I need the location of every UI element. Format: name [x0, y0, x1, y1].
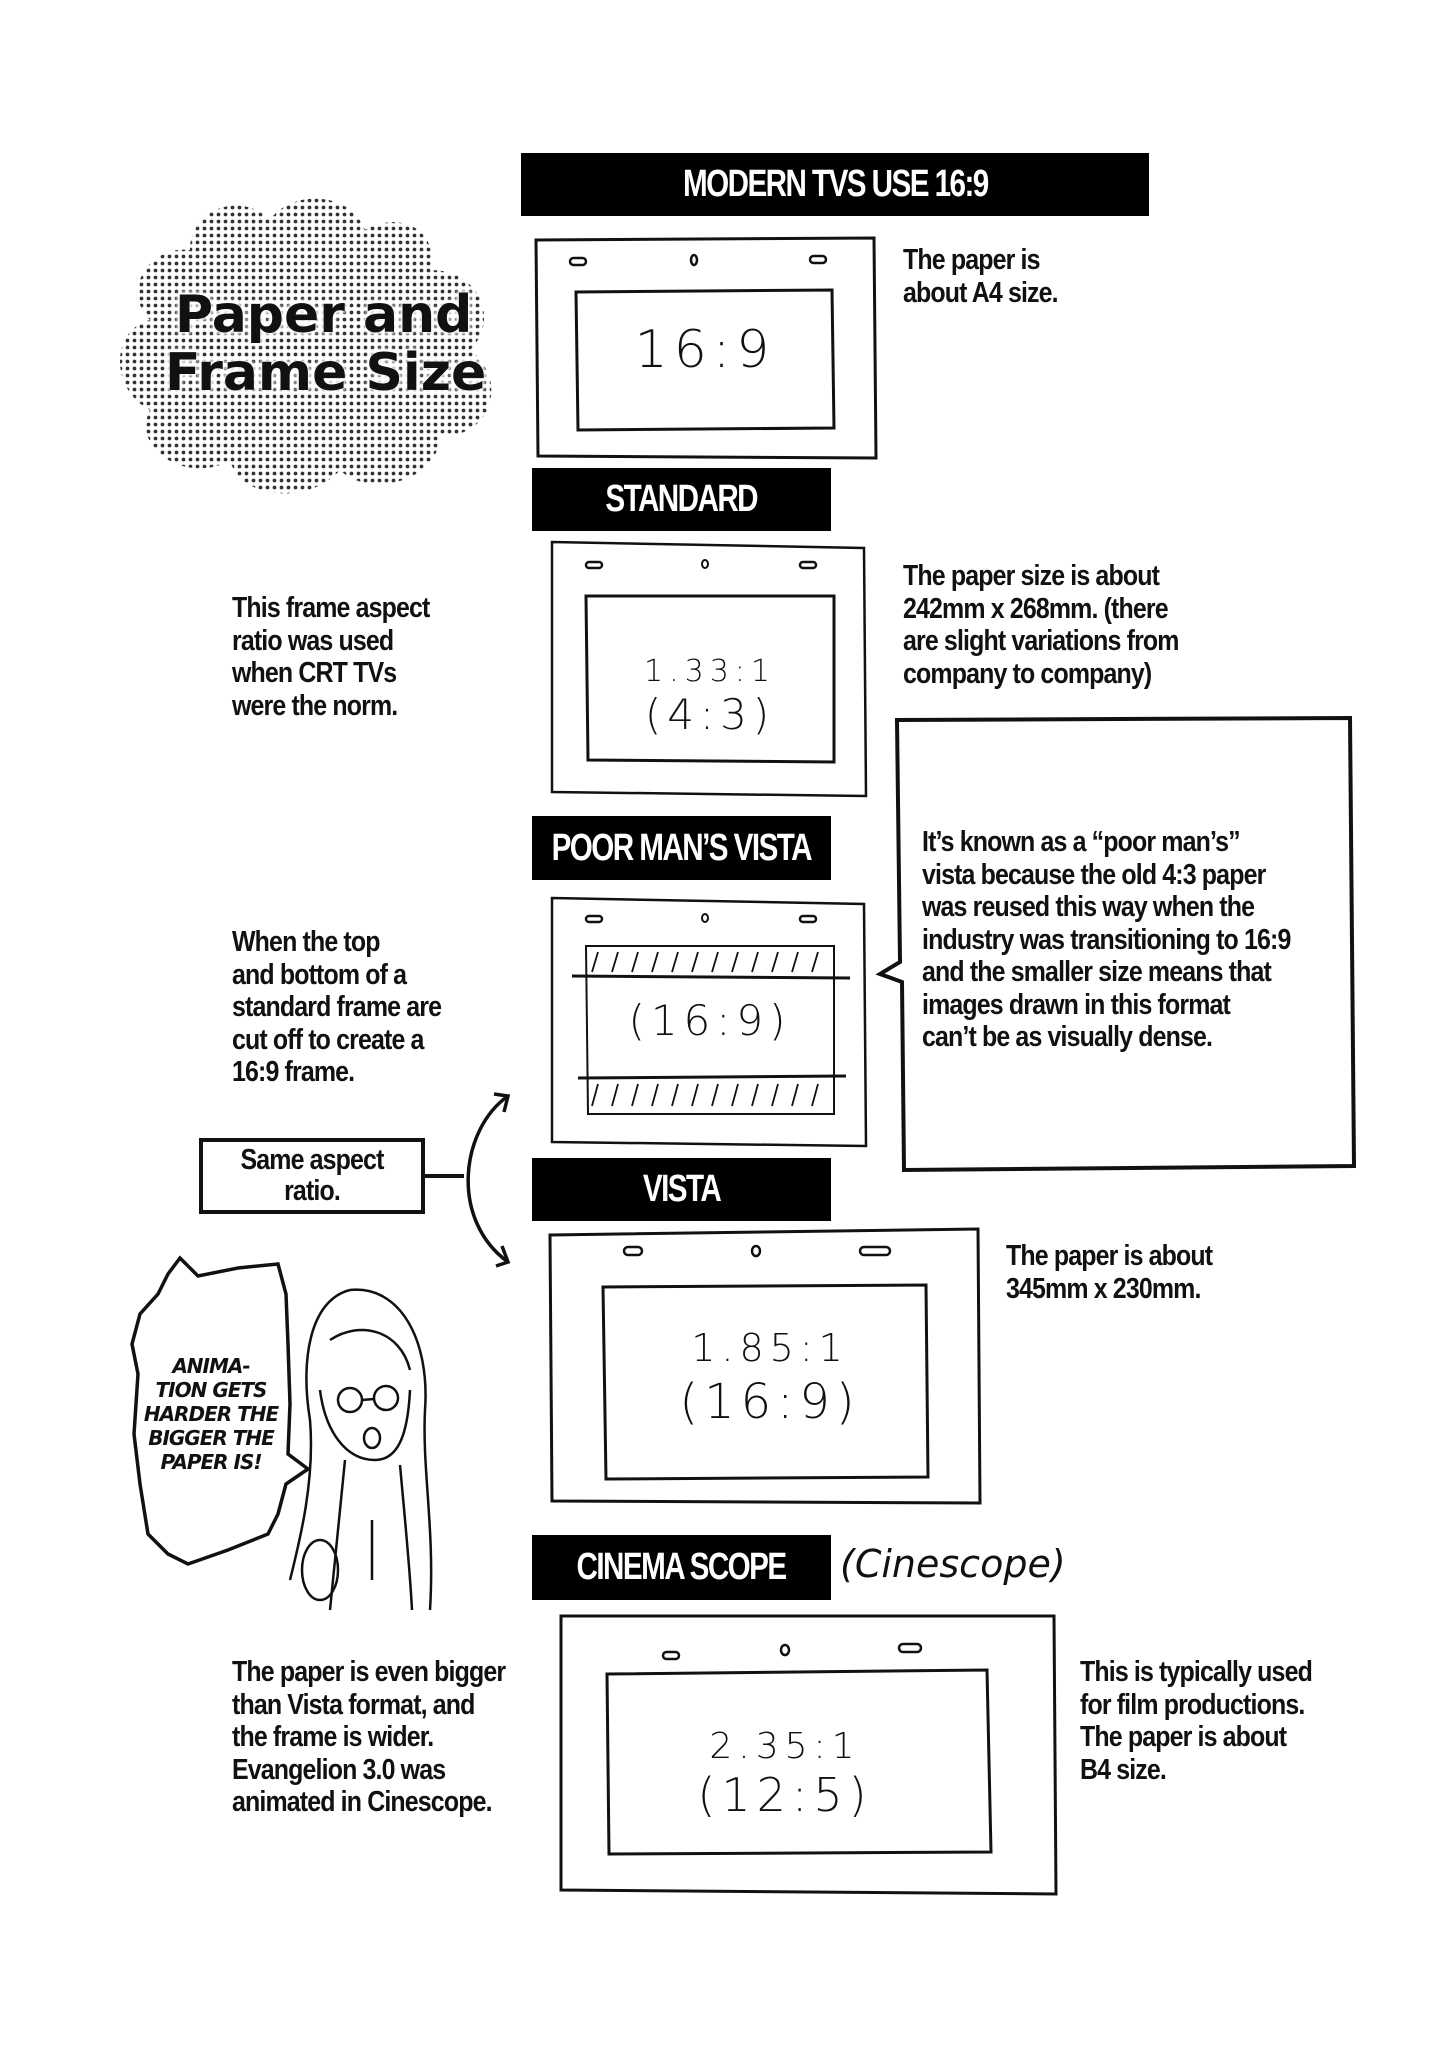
ratio-label: 16:9: [634, 320, 776, 380]
character-illustration: [288, 1288, 433, 1611]
speech-bubble: [130, 1255, 312, 1566]
title-halftone-cloud: [120, 198, 492, 494]
title-line-1: Paper and: [175, 285, 473, 345]
same-aspect-arrow: [422, 1092, 511, 1268]
ratio-label-alt: (4:3): [644, 690, 776, 739]
page-title: Paper and Frame Size: [165, 286, 486, 402]
section-header-poor-mans-vista: POOR MAN’S VISTA: [532, 816, 831, 880]
title-line-2: Frame Size: [165, 343, 487, 403]
section-header-standard: STANDARD: [532, 468, 831, 531]
section-header-vista: VISTA: [532, 1158, 831, 1221]
paper-frame-16-9: [534, 236, 878, 460]
ratio-label: 1.85:1: [691, 1326, 849, 1370]
paper-frame-poor-mans-vista: [550, 896, 868, 1148]
same-aspect-line-2: ratio.: [284, 1175, 341, 1207]
cinescope-aside: (Cinescope): [840, 1542, 1066, 1586]
ratio-label-alt: (16:9): [679, 1374, 861, 1430]
ratio-label-alt: (12:5): [697, 1768, 873, 1822]
poor-mans-vista-callout-text: It’s known as a “poor man’s”vista becaus…: [922, 826, 1291, 1053]
ratio-label: 1.33:1: [644, 654, 776, 689]
callout-box: [875, 715, 1357, 1173]
paper-frame-4-3: [550, 540, 868, 798]
ratio-label: 2.35:1: [709, 1726, 861, 1767]
paper-frame-cinema-scope: [559, 1614, 1058, 1896]
same-aspect-line-1: Same aspect: [240, 1144, 384, 1176]
paper-frame-vista: [548, 1227, 982, 1505]
ratio-label: (16:9): [628, 996, 792, 1045]
section-header-modern-tvs: MODERN TVS USE 16:9: [521, 153, 1149, 216]
section-header-cinema-scope: CINEMA SCOPE: [532, 1535, 831, 1600]
